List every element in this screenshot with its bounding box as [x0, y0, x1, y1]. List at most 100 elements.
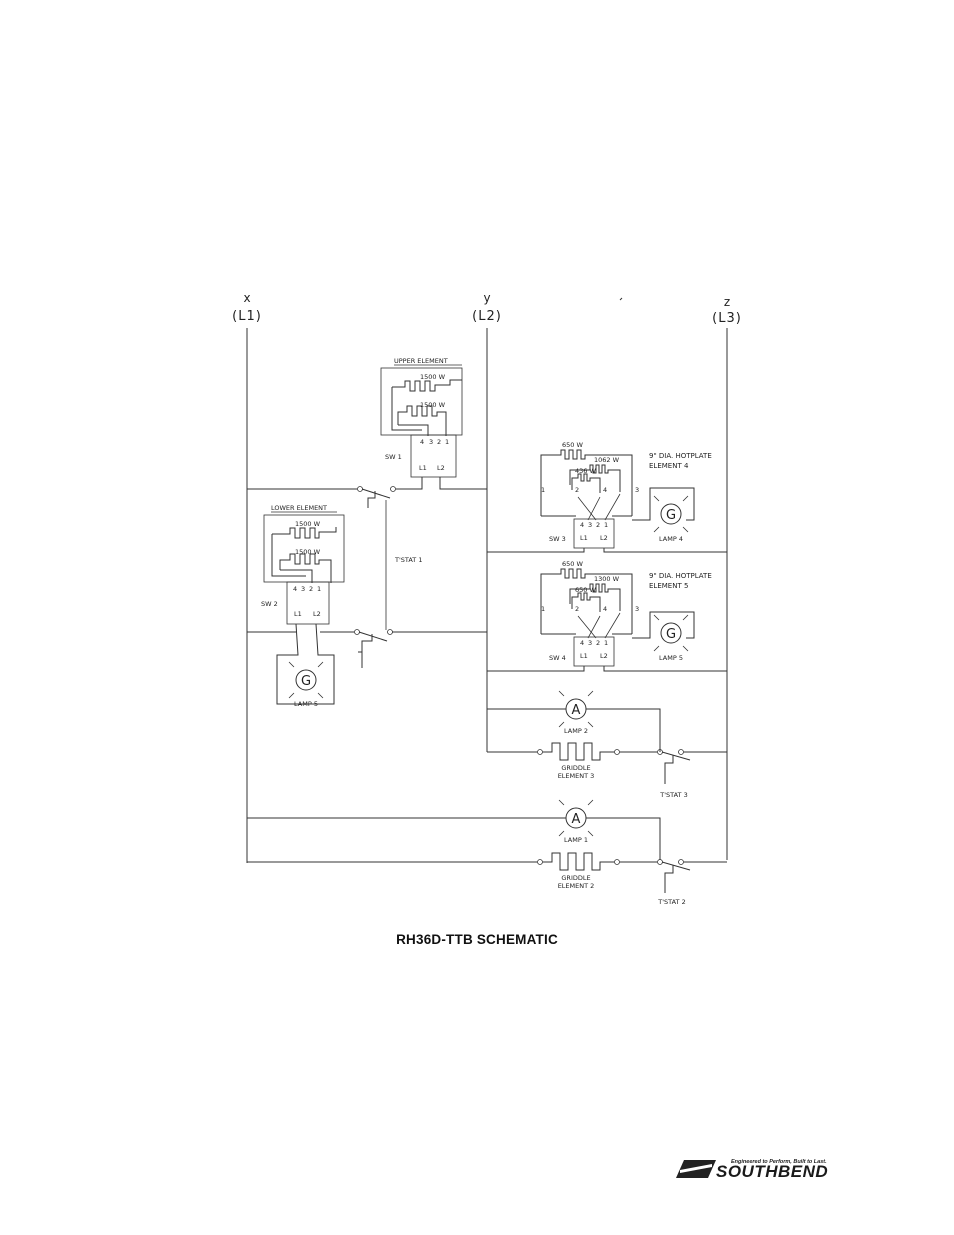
lamp-2-icon — [565, 698, 587, 720]
tstat3: T'STAT 3 — [657, 749, 727, 799]
tstat1-label: T'STAT 1 — [394, 556, 422, 564]
lamp-g-left-label: LAMP 5 — [294, 700, 318, 708]
svg-text:1: 1 — [445, 438, 449, 446]
lamp-2: A LAMP 2 — [487, 690, 661, 752]
svg-text:3: 3 — [635, 605, 639, 613]
svg-text:3: 3 — [635, 486, 639, 494]
hotplate-element-4: 9" DIA. HOTPLATE ELEMENT 4 650 W 1062 W … — [540, 441, 712, 521]
svg-text:L1: L1 — [580, 534, 588, 542]
svg-text:2: 2 — [575, 605, 579, 613]
lamp-g-left: G LAMP 5 — [276, 623, 335, 708]
tstat1: T'STAT 1 — [247, 486, 422, 630]
sw4-label: SW 4 — [549, 654, 566, 662]
svg-text:4: 4 — [580, 521, 584, 529]
svg-text:GRIDDLE: GRIDDLE — [561, 874, 590, 882]
sw1: 4 3 2 1 L1 L2 SW 1 — [385, 434, 487, 490]
lower-element-coil-bottom — [279, 553, 332, 583]
upper-element: UPPER ELEMENT 1500 W 1500 W — [380, 357, 463, 436]
lower-element-coil-top — [272, 527, 337, 539]
lamp-4-label: LAMP 4 — [659, 535, 683, 543]
upper-element-coil-top — [392, 379, 462, 392]
svg-text:2: 2 — [596, 521, 600, 529]
svg-text:L2: L2 — [600, 652, 608, 660]
svg-text:1: 1 — [317, 585, 321, 593]
svg-text:ELEMENT 2: ELEMENT 2 — [558, 882, 595, 890]
svg-text:1300 W: 1300 W — [594, 575, 620, 583]
sw1-body — [410, 434, 457, 478]
lamp-5: G LAMP 5 — [632, 611, 695, 662]
hotplate-element-5: 9" DIA. HOTPLATE ELEMENT 5 650 W 1300 W … — [540, 560, 712, 639]
lamp-5-label: LAMP 5 — [659, 654, 683, 662]
svg-text:2: 2 — [309, 585, 313, 593]
svg-text:G: G — [666, 508, 676, 523]
lamp-1-icon — [565, 807, 587, 829]
sw4-body — [573, 636, 615, 667]
southbend-logo-mark — [676, 1160, 716, 1178]
svg-text:1: 1 — [541, 486, 545, 494]
svg-text:3: 3 — [301, 585, 305, 593]
griddle-element-2-coil — [543, 852, 614, 871]
sw1-label: SW 1 — [385, 453, 402, 461]
svg-text:1: 1 — [541, 605, 545, 613]
hotplate4-coil-middle — [569, 464, 621, 492]
svg-text:4: 4 — [580, 639, 584, 647]
lamp-1: A LAMP 1 — [247, 799, 661, 860]
svg-text:ELEMENT 3: ELEMENT 3 — [558, 772, 595, 780]
svg-text:4: 4 — [603, 605, 607, 613]
line-x-letter: x — [243, 291, 250, 305]
lamp-4: G LAMP 4 — [632, 487, 695, 543]
sw2-body — [286, 581, 330, 625]
svg-text:1: 1 — [604, 521, 608, 529]
svg-text:4: 4 — [603, 486, 607, 494]
sw2: 4 3 2 1 L1 L2 SW 2 — [261, 581, 330, 625]
lower-element-rating-bottom: 1500 W — [295, 548, 321, 556]
sw3-body — [573, 518, 615, 549]
svg-text:650 W: 650 W — [575, 586, 596, 594]
svg-text:3: 3 — [429, 438, 433, 446]
griddle-element-3: GRIDDLE ELEMENT 3 — [487, 742, 657, 780]
svg-text:L2: L2 — [600, 534, 608, 542]
hotplate5-coil-outer — [540, 568, 633, 634]
lamp-2-label: LAMP 2 — [564, 727, 588, 735]
stray-mark — [619, 297, 623, 301]
griddle-element-3-coil — [543, 742, 614, 761]
upper-element-label: UPPER ELEMENT — [394, 357, 448, 365]
brand-name: SOUTHBEND — [716, 1162, 829, 1181]
svg-text:9" DIA. HOTPLATE: 9" DIA. HOTPLATE — [649, 572, 712, 580]
svg-text:4: 4 — [420, 438, 424, 446]
sw2-label: SW 2 — [261, 600, 278, 608]
svg-text:650 W: 650 W — [562, 441, 583, 449]
upper-element-coil-bottom — [397, 405, 447, 436]
tstat1-bulb-bottom — [358, 634, 373, 668]
svg-text:L2: L2 — [437, 464, 445, 472]
svg-text:L1: L1 — [580, 652, 588, 660]
tstat1-bulb-top — [367, 491, 376, 508]
tstat2: T'STAT 2 — [657, 859, 727, 906]
svg-text:2: 2 — [575, 486, 579, 494]
line-z-code: (L3) — [712, 311, 742, 326]
lower-element-rating-top: 1500 W — [295, 520, 321, 528]
lamp-5-icon — [660, 622, 682, 644]
svg-text:GRIDDLE: GRIDDLE — [561, 764, 590, 772]
svg-text:L1: L1 — [294, 610, 302, 618]
svg-text:3: 3 — [588, 521, 592, 529]
upper-element-rating-bottom: 1500 W — [420, 401, 446, 409]
svg-text:650 W: 650 W — [562, 560, 583, 568]
svg-text:A: A — [572, 703, 581, 718]
svg-text:ELEMENT 4: ELEMENT 4 — [649, 462, 689, 470]
sw3-label: SW 3 — [549, 535, 566, 543]
svg-text:1: 1 — [604, 639, 608, 647]
svg-text:G: G — [301, 674, 311, 689]
line-z-letter: z — [724, 295, 730, 309]
hotplate5-coil-middle — [569, 583, 621, 611]
svg-text:2: 2 — [596, 639, 600, 647]
svg-text:436 W: 436 W — [575, 467, 596, 475]
brand-tagline: Engineered to Perform, Built to Last. — [731, 1159, 827, 1165]
line-y-code: (L2) — [472, 309, 502, 324]
hotplate4-coil-inner — [571, 473, 601, 493]
lower-element-label: LOWER ELEMENT — [271, 504, 327, 512]
lamp-4-icon — [660, 503, 682, 525]
svg-text:L1: L1 — [419, 464, 427, 472]
svg-text:ELEMENT 5: ELEMENT 5 — [649, 582, 688, 590]
